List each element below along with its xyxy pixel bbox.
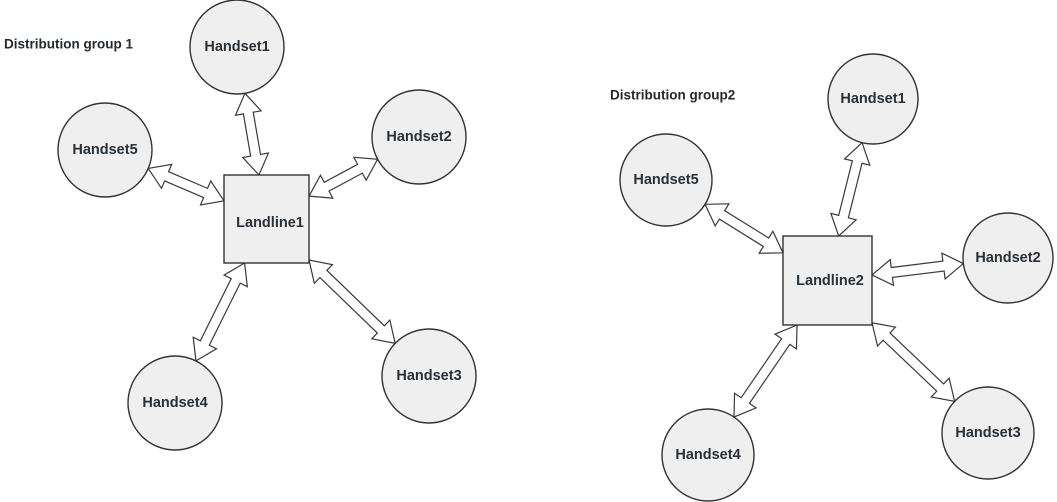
- link-landline2-handset3[interactable]: [871, 322, 956, 403]
- circle-node-shape: [189, 0, 285, 95]
- link-landline1-handset2[interactable]: [308, 156, 379, 199]
- landline-label: Landline2: [796, 273, 864, 289]
- double-headed-arrow-icon: [829, 141, 871, 238]
- handset-label: Handset5: [633, 172, 698, 188]
- link-landline2-handset4[interactable]: [733, 324, 798, 418]
- group-title-text: Distribution group2: [610, 88, 735, 103]
- double-headed-arrow-icon: [870, 252, 965, 287]
- node-handset1[interactable]: Handset1: [827, 53, 919, 145]
- link-landline1-handset4[interactable]: [192, 262, 249, 362]
- double-headed-arrow-icon: [871, 322, 956, 403]
- double-headed-arrow-icon: [192, 262, 249, 362]
- node-handset3[interactable]: Handset3: [941, 386, 1035, 480]
- circle-node-shape: [962, 212, 1054, 304]
- node-handset4[interactable]: Handset4: [661, 408, 755, 502]
- handset-label: Handset1: [840, 91, 905, 107]
- node-landline2[interactable]: Landline2: [782, 235, 873, 326]
- titles-layer: Distribution group 1 Distribution group2: [4, 37, 735, 103]
- square-node-shape: [223, 174, 310, 264]
- link-landline2-handset1[interactable]: [829, 141, 871, 238]
- circle-node-shape: [371, 89, 467, 185]
- node-handset5[interactable]: Handset5: [57, 102, 153, 198]
- landline-label: Landline1: [236, 215, 304, 231]
- double-headed-arrow-icon: [704, 203, 784, 254]
- circle-node-shape: [127, 355, 223, 451]
- link-landline2-handset2[interactable]: [870, 252, 965, 287]
- link-landline1-handset3[interactable]: [308, 259, 396, 345]
- node-landline1[interactable]: Landline1: [223, 174, 310, 264]
- handset-label: Handset5: [72, 142, 137, 158]
- handset-label: Handset2: [975, 250, 1040, 266]
- circle-node-shape: [827, 53, 919, 145]
- square-node-shape: [782, 235, 873, 326]
- nodes-layer: Handset1Handset2Handset3Handset4Handset5…: [57, 0, 1054, 502]
- handset-label: Handset4: [675, 447, 740, 463]
- links-layer: [147, 92, 965, 418]
- double-headed-arrow-icon: [308, 259, 396, 345]
- group-1-title: Distribution group 1: [4, 37, 133, 52]
- node-handset4[interactable]: Handset4: [127, 355, 223, 451]
- handset-label: Handset3: [396, 368, 461, 384]
- link-landline1-handset5[interactable]: [147, 163, 226, 206]
- circle-node-shape: [941, 386, 1035, 480]
- link-landline2-handset5[interactable]: [704, 203, 784, 254]
- link-landline1-handset1[interactable]: [234, 92, 270, 177]
- node-handset3[interactable]: Handset3: [381, 328, 477, 424]
- double-headed-arrow-icon: [308, 156, 379, 199]
- double-headed-arrow-icon: [234, 92, 270, 177]
- handset-label: Handset3: [955, 425, 1020, 441]
- node-handset2[interactable]: Handset2: [962, 212, 1054, 304]
- circle-node-shape: [57, 102, 153, 198]
- handset-label: Handset2: [386, 129, 451, 145]
- circle-node-shape: [381, 328, 477, 424]
- node-handset5[interactable]: Handset5: [619, 133, 713, 227]
- group-2-title: Distribution group2: [610, 88, 735, 103]
- double-headed-arrow-icon: [147, 163, 226, 206]
- double-headed-arrow-icon: [733, 324, 798, 418]
- circle-node-shape: [661, 408, 755, 502]
- node-handset1[interactable]: Handset1: [189, 0, 285, 95]
- handset-label: Handset4: [142, 395, 207, 411]
- node-handset2[interactable]: Handset2: [371, 89, 467, 185]
- handset-label: Handset1: [204, 39, 269, 55]
- group-title-text: Distribution group 1: [4, 37, 133, 52]
- circle-node-shape: [619, 133, 713, 227]
